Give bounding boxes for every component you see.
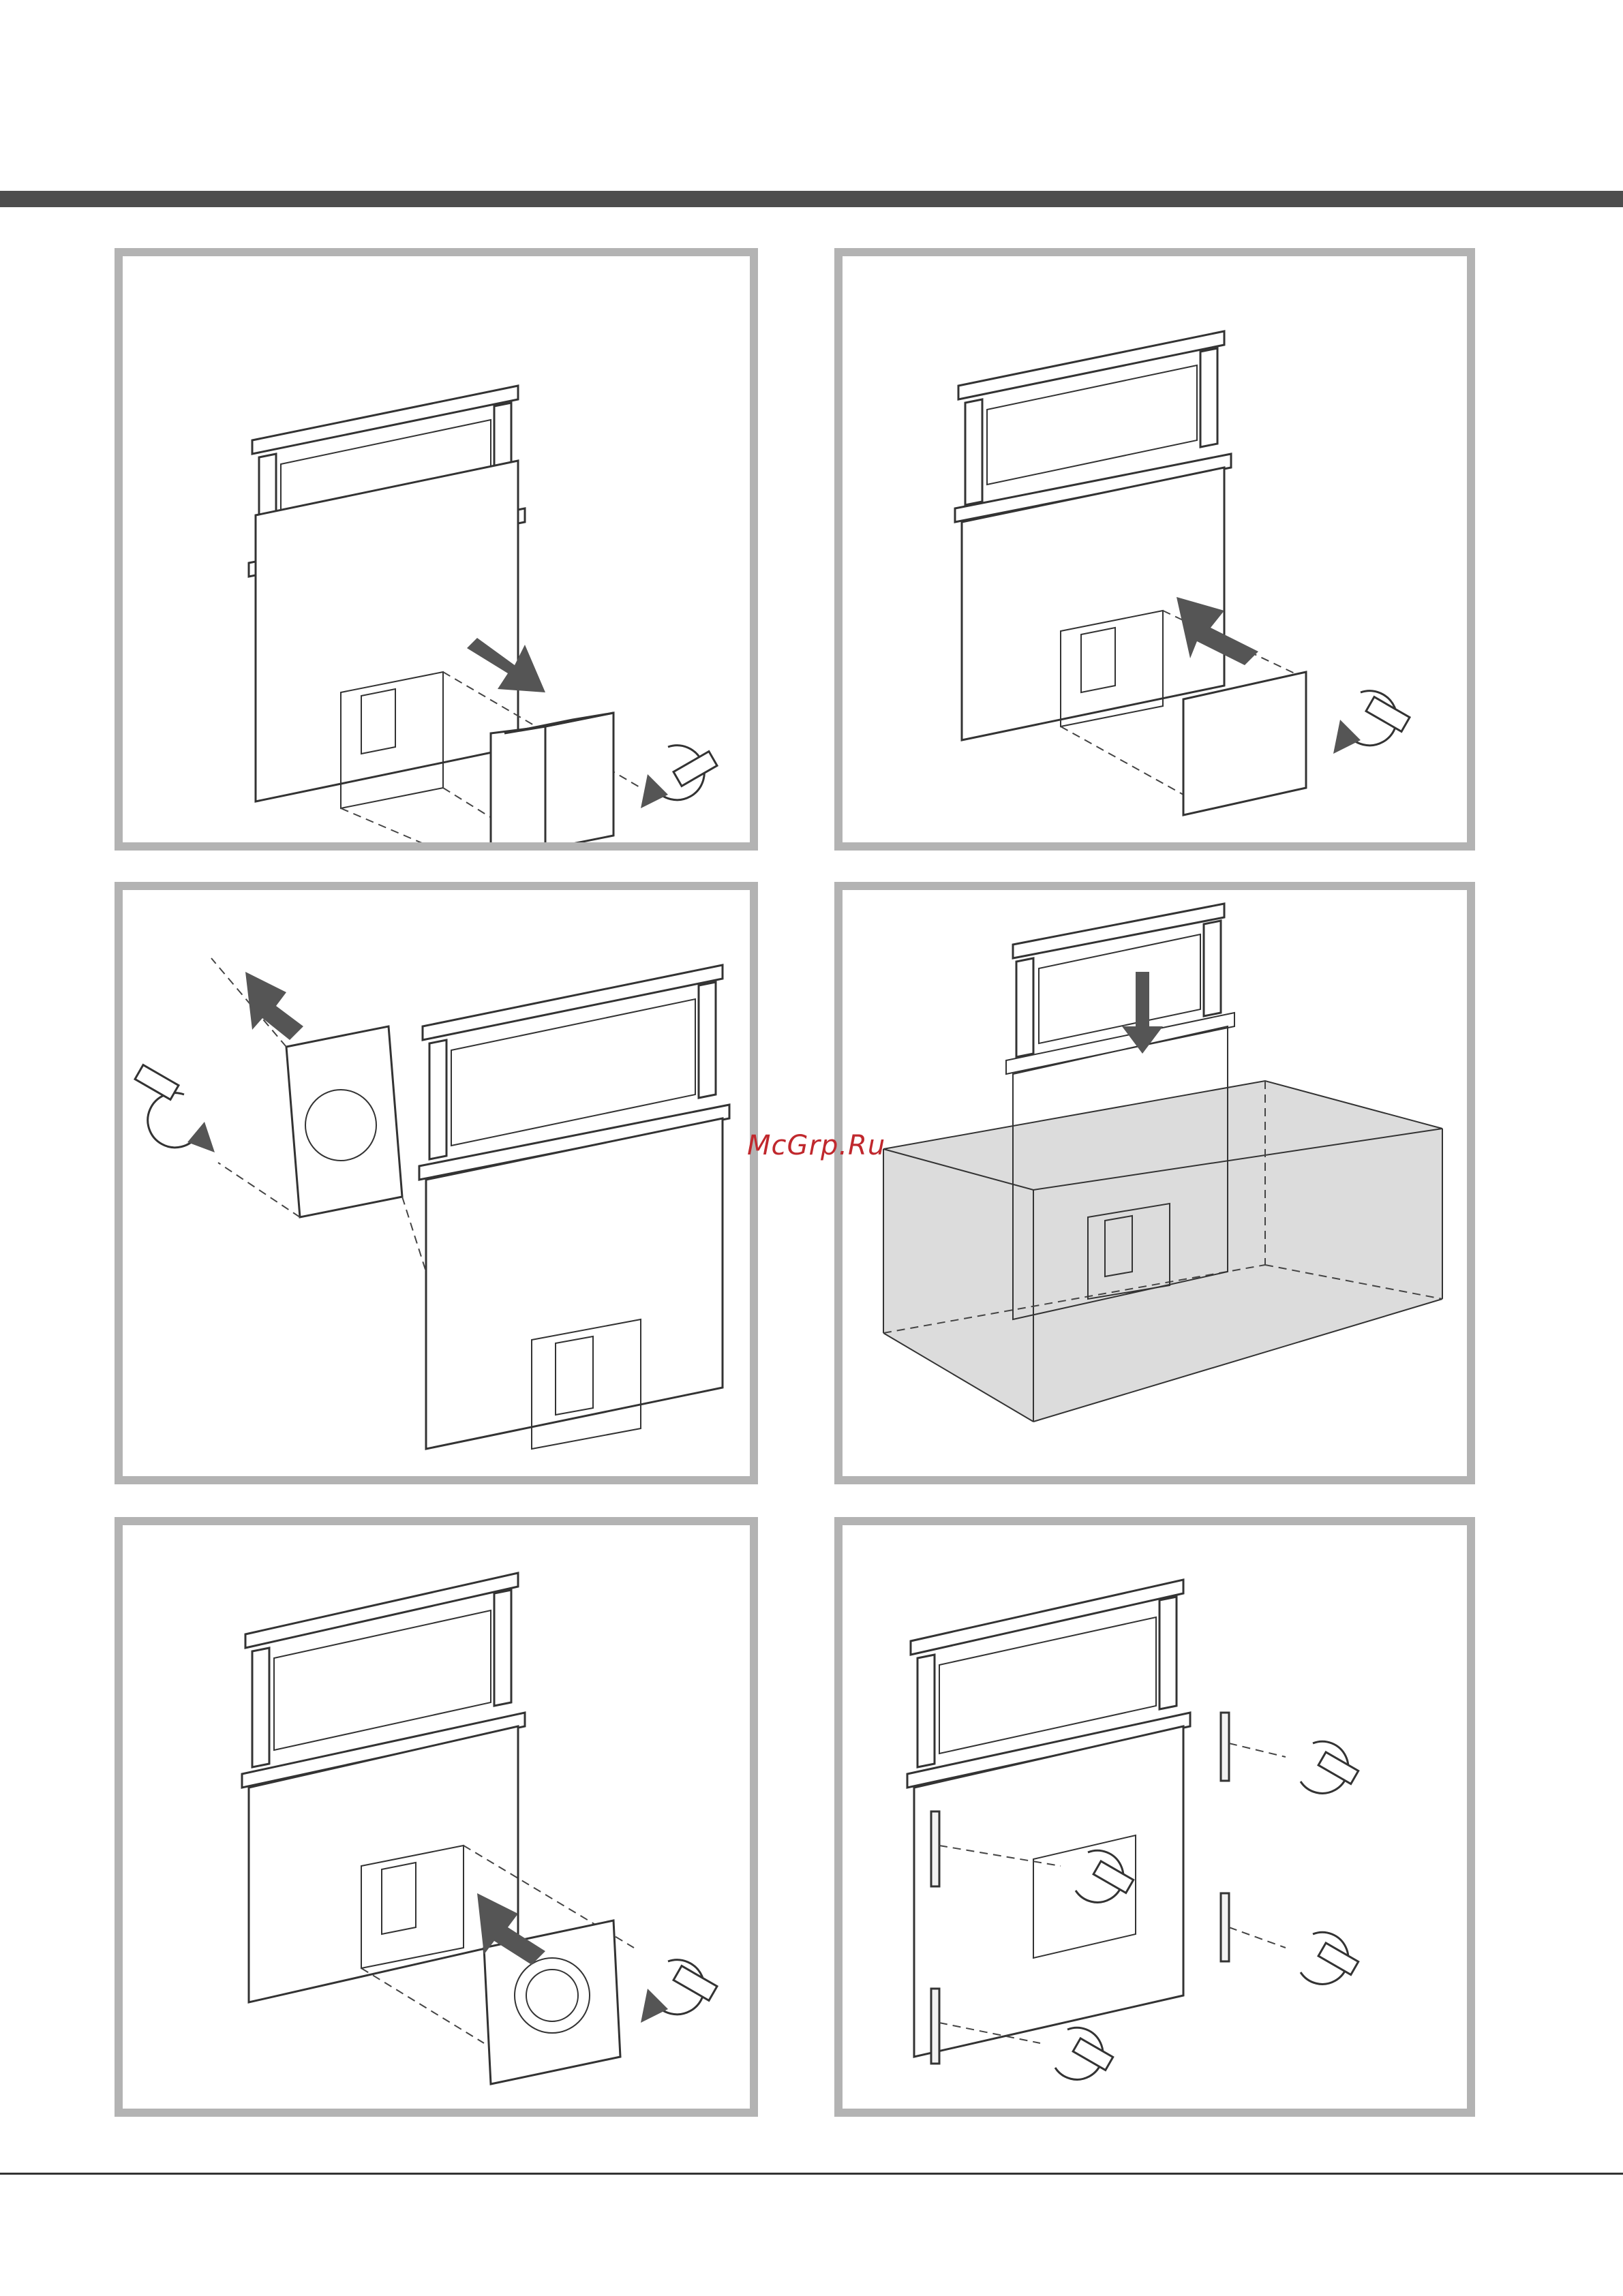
hood-fix-brackets-illustration xyxy=(843,1525,1467,2109)
header-bar xyxy=(0,191,1623,207)
watermark: McGrp.Ru xyxy=(747,1130,885,1161)
hood-insert-into-cabinet-illustration xyxy=(843,890,1467,1476)
hood-remove-motor-unit-illustration xyxy=(123,256,750,842)
illustration-panel-2 xyxy=(834,248,1475,851)
footer-rule xyxy=(0,2173,1623,2175)
illustration-panel-4 xyxy=(834,882,1475,1484)
hood-fit-duct-flange-illustration xyxy=(123,1525,750,2109)
illustration-panel-1 xyxy=(115,248,758,851)
hood-remove-side-flange-illustration xyxy=(123,890,750,1476)
hood-fit-cover-plate-illustration xyxy=(843,256,1467,842)
illustration-panel-6 xyxy=(834,1517,1475,2117)
illustration-panel-5 xyxy=(115,1517,758,2117)
illustration-panel-3 xyxy=(115,882,758,1484)
